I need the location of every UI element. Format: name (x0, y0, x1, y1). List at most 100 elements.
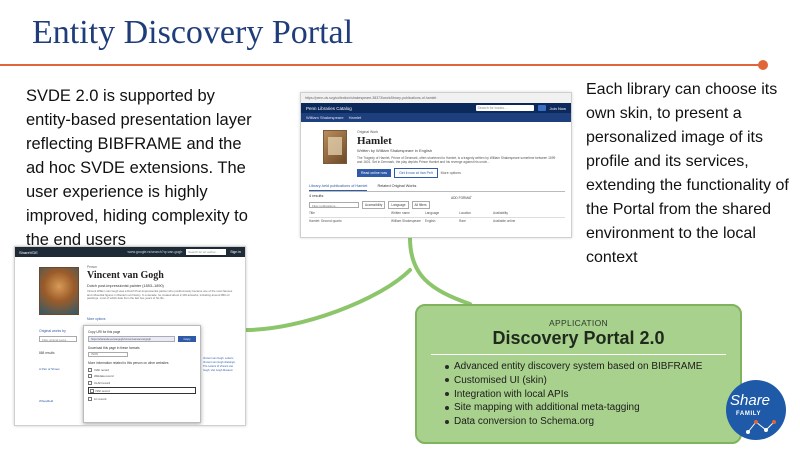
checkbox[interactable] (88, 374, 92, 378)
logo-family: FAMILY (736, 411, 762, 417)
tab-related-works[interactable]: Related Original Works (377, 184, 417, 188)
search-input[interactable]: Search for an author... (186, 249, 227, 255)
work-title: Hamlet (357, 135, 392, 147)
related-links[interactable]: Vincent van Gogh, Letters; Vincent van G… (203, 357, 236, 372)
table-cell: William Shakespeare (391, 219, 421, 223)
table-cell: English (425, 219, 436, 223)
share-family-logo: Share FAMILY (726, 380, 786, 440)
external-info-label: More information related to this person … (88, 361, 169, 365)
person-description: Vincent Willem van Gogh was a Dutch Post… (87, 290, 233, 301)
application-title: Discovery Portal 2.0 (492, 328, 665, 348)
work-description: The Tragedy of Hamlet, Prince of Denmark… (357, 156, 556, 165)
add-format-link[interactable]: ADD FORMAT (451, 196, 472, 200)
copy-uri-label: Copy URI for this page (88, 330, 121, 334)
table-row[interactable]: Hamlet: Second quarto William Shakespear… (309, 217, 565, 223)
filter-chip-all[interactable]: All filters (411, 201, 430, 209)
copy-uri-row: https://sharevde.eu/vangogh/vincentvanva… (88, 336, 196, 342)
checkbox[interactable] (88, 380, 92, 385)
work-actions: Read online now Get it now at Van Pelt M… (357, 168, 557, 178)
catalog-logo[interactable]: Penn Libraries Catalog (306, 105, 352, 111)
slide-title: Entity Discovery Portal (32, 14, 354, 51)
external-link-option[interactable]: ISNI record (88, 387, 196, 394)
work-info: Original Work Hamlet Written by William … (357, 130, 557, 178)
connector-left (244, 268, 412, 332)
right-description: Each library can choose its own skin, to… (586, 81, 789, 266)
breadcrumb-item[interactable]: Hamlet (348, 115, 362, 120)
entity-type-badge: Person (87, 265, 98, 269)
option-label: Wikidata record (94, 374, 114, 378)
table-cell: Rare (459, 219, 466, 223)
person-role: Dutch post-impressionist painter (1853–1… (87, 284, 164, 288)
sign-in-link[interactable]: Sign in (230, 250, 241, 254)
results-count: 4 results (309, 194, 324, 198)
tab-original-works[interactable]: Original works by (39, 329, 66, 333)
login-link[interactable]: Join Now (549, 105, 566, 111)
uri-field[interactable]: https://sharevde.eu/vangogh/vincentvanva… (88, 336, 175, 342)
external-link-option[interactable]: LC record (88, 396, 196, 401)
external-link-option[interactable]: ULAN record (88, 380, 196, 385)
book-cover-image (323, 130, 347, 164)
search-icon[interactable] (537, 105, 546, 111)
portrait-image (39, 267, 79, 315)
application-divider (431, 354, 726, 355)
network-icon (746, 420, 776, 434)
table-cell: Hamlet: Second quarto (309, 219, 342, 223)
feature-item: Data conversion to Schema.org (445, 415, 702, 429)
results-count: 868 results (39, 351, 55, 355)
more-options-link[interactable]: More options (87, 317, 106, 321)
vangogh-screenshot: ShareVDE www.google.rs/search?q=van-gogh… (14, 246, 246, 426)
application-box: APPLICATION Discovery Portal 2.0 Advance… (415, 304, 742, 444)
filter-chip-language[interactable]: Language (388, 201, 409, 209)
more-options-popup: Copy URI for this page https://sharevde.… (83, 325, 201, 423)
option-label: LC record (94, 396, 107, 401)
person-name: Vincent van Gogh (87, 270, 164, 281)
breadcrumb-item[interactable]: William Shakespeare (306, 115, 344, 120)
feature-item: Integration with local APIs (445, 388, 702, 402)
column-header: Written name (391, 211, 410, 215)
logo-wordmark: Share (730, 392, 771, 409)
feature-list: Advanced entity discovery system based o… (445, 360, 702, 429)
read-online-button[interactable]: Read online now (357, 169, 392, 177)
left-description: SVDE 2.0 is supported by entity-based pr… (26, 87, 252, 249)
filter-input[interactable]: Filter original works... (39, 336, 77, 342)
search-input[interactable]: Search for books... (475, 105, 534, 111)
column-header: Language (425, 211, 440, 215)
hamlet-screenshot: https://penn-ds.svg/collection/shakespea… (300, 92, 572, 238)
option-label: ISNI record (95, 388, 110, 393)
browser-url: https://penn-ds.svg/collection/shakespea… (301, 93, 571, 103)
list-item[interactable]: Wheatfield (39, 399, 54, 403)
more-options-link[interactable]: More options (440, 171, 461, 175)
vangogh-navbar: ShareVDE www.google.rs/search?q=van-gogh… (15, 247, 245, 257)
nav-link[interactable]: www.google.rs/search?q=van-gogh (127, 250, 183, 254)
work-author: Written by William Shakespeare in Englis… (357, 148, 433, 153)
checkbox[interactable] (88, 367, 92, 372)
filter-chip-accessibility[interactable]: Accessibility (362, 201, 386, 209)
tab-library-publications[interactable]: Library-held publications of Hamlet (309, 184, 368, 191)
app-logo[interactable]: ShareVDE (19, 249, 38, 255)
title-divider (0, 64, 760, 66)
hamlet-body: Original Work Hamlet Written by William … (301, 122, 571, 223)
feature-item: Customised UI (skin) (445, 374, 702, 388)
column-header: Availability (493, 211, 509, 215)
feature-item: Advanced entity discovery system based o… (445, 360, 702, 374)
list-item[interactable]: A Pair of Shoes (39, 367, 60, 371)
connector-top (408, 236, 472, 306)
filter-bar: Filter publications... Accessibility Lan… (309, 201, 430, 209)
checkbox[interactable] (88, 396, 92, 401)
format-select[interactable]: JSON (88, 352, 128, 357)
application-kicker: APPLICATION (549, 318, 608, 328)
table-cell: Available online (493, 219, 516, 223)
feature-item: Site mapping with additional meta-taggin… (445, 401, 702, 415)
external-link-option[interactable]: VIAF record (88, 367, 196, 372)
breadcrumb: William Shakespeare Hamlet (301, 113, 571, 122)
work-tabs: Library-held publications of Hamlet Rela… (309, 184, 565, 192)
checkbox[interactable] (89, 388, 94, 393)
option-label: VIAF record (94, 367, 109, 372)
get-it-button[interactable]: Get it now at Van Pelt (394, 168, 438, 178)
copy-button[interactable]: Copy (178, 336, 196, 342)
filter-input[interactable]: Filter publications... (309, 202, 359, 208)
work-type-badge: Original Work (357, 130, 379, 134)
external-link-option[interactable]: Wikidata record (88, 374, 196, 378)
hamlet-navbar: Penn Libraries Catalog Search for books.… (301, 103, 571, 113)
option-label: ULAN record (94, 380, 111, 385)
